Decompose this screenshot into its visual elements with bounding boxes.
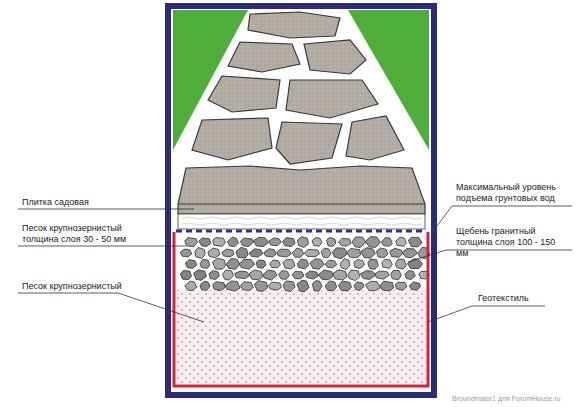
part-label: Песок крупнозернистый [22,281,162,292]
groundwater-level [176,230,426,233]
geotextile [174,232,428,386]
gravel-layer [180,237,430,292]
part-label: Щебень гранитный толщина слоя 100 - 150 … [456,226,561,259]
watermark: Broundinator1 для ForumHouse.ru [452,394,560,403]
part-label: Песок крупнозернистый толщина слоя 30 - … [22,223,132,245]
frame [168,6,434,395]
sand-layer [176,290,426,384]
sand-bed [178,214,425,229]
leader-lines [18,206,572,322]
part-label: Плитка садовая [22,197,172,208]
part-label: Максимальный уровень подъема грунтовых в… [456,182,568,204]
paving-stones [178,12,425,214]
part-label: Геотекстиль [478,293,568,304]
